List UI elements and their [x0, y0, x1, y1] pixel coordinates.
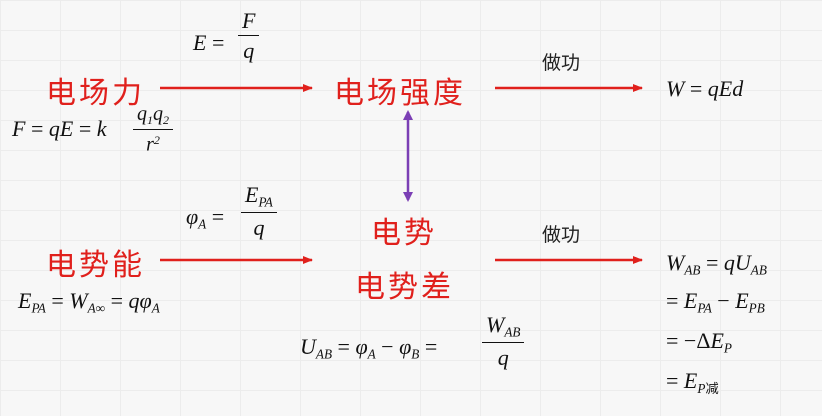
node-potential-difference: 电势差 — [355, 270, 454, 305]
formula-uab-lhs: UAB = φA − φB = — [300, 334, 438, 362]
formula-wab-2: = EPA − EPB — [666, 288, 765, 316]
formula-force-den: r2 — [146, 133, 160, 156]
formula-uab-den: q — [497, 344, 509, 370]
formula-e-def-lhs: E = — [193, 30, 225, 55]
node-field-strength: 电场强度 — [334, 76, 466, 111]
formula-phi-num: EPA — [241, 184, 277, 213]
label-work-top: 做功 — [542, 52, 581, 74]
formula-phi-den: q — [253, 214, 265, 240]
formula-uab-frac: WAB q — [482, 314, 525, 370]
label-work-bottom: 做功 — [542, 224, 581, 246]
formula-phi-lhs: φA = — [186, 204, 225, 232]
node-field-force: 电场力 — [46, 76, 145, 111]
formula-force-frac: q1q2 r2 — [133, 104, 173, 155]
formula-uab-num: WAB — [482, 314, 525, 343]
formula-wab-3: = −ΔEP — [666, 328, 732, 356]
node-potential-energy: 电势能 — [46, 248, 145, 283]
formula-e-den: q — [243, 38, 255, 63]
formula-e-num: F — [238, 10, 260, 36]
formula-wab-1: WAB = qUAB — [666, 250, 767, 278]
formula-epa: EPA = WA∞ = qφA — [18, 288, 160, 316]
formula-wab-4: = EP减 — [666, 368, 719, 397]
formula-force-lhs: F = qE = k — [12, 116, 107, 141]
formula-phi-frac: EPA q — [241, 184, 277, 239]
formula-work-top: W = qEd — [666, 76, 744, 101]
node-potential: 电势 — [371, 216, 437, 251]
formula-force-num: q1q2 — [133, 104, 173, 131]
formula-e-def-frac: F q — [238, 10, 260, 63]
